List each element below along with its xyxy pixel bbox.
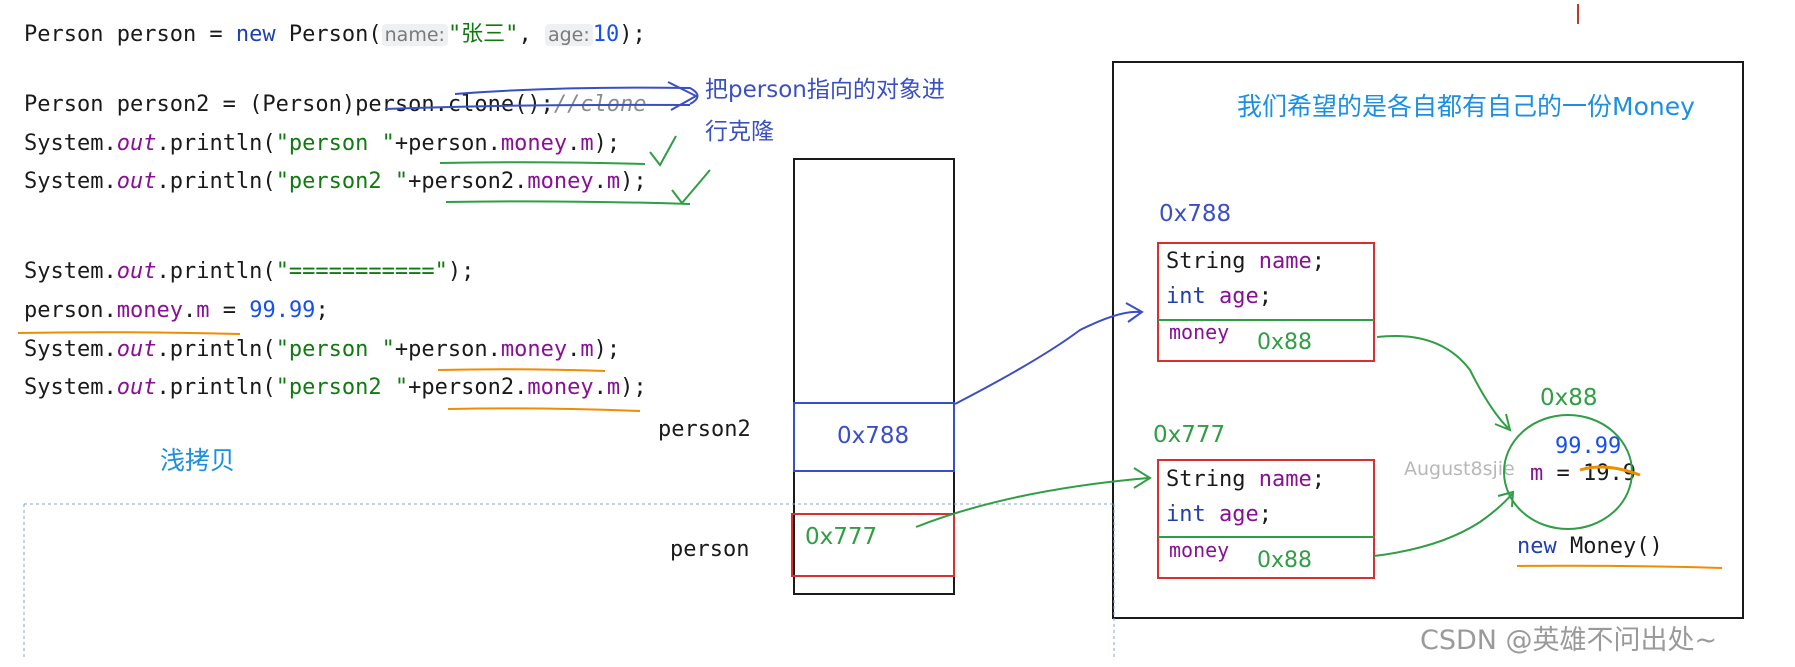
stack-value-person2: 0x788 [837, 423, 910, 449]
money-addr: 0x88 [1540, 385, 1598, 411]
arrowhead-0x777 [1133, 467, 1152, 489]
heap-addr-obj2: 0x777 [1153, 422, 1226, 448]
line7-underline [437, 368, 606, 372]
stack-slot-person [791, 513, 955, 577]
heap-object-0x788 [1157, 242, 1375, 362]
code-line-8: System.out.println("person2 "+person2.mo… [24, 375, 647, 400]
obj2-field-money: money [1169, 538, 1230, 562]
heap-object-0x777 [1157, 459, 1375, 579]
arrowhead-money-2 [1497, 490, 1515, 508]
clone-note-line2: 行克隆 [705, 119, 774, 145]
param-hint-name: name: [381, 24, 448, 46]
wish-note: 我们希望的是各自都有自己的一份Money [1237, 92, 1695, 121]
heap-addr-obj1: 0x788 [1159, 201, 1232, 227]
stack-column [793, 158, 955, 595]
obj2-field-name: String name; [1166, 467, 1325, 492]
money-object-circle [1503, 414, 1633, 530]
stack-slot-person2 [793, 402, 955, 472]
line3-underline [439, 161, 646, 165]
stack-label-person2: person2 [658, 417, 751, 442]
line6-underline [17, 331, 241, 335]
arrowhead-0x788 [1125, 302, 1144, 323]
clone-underline [384, 103, 691, 110]
code-line-4: System.out.println("person2 "+person2.mo… [24, 169, 647, 194]
obj1-money-ref: 0x88 [1257, 330, 1313, 355]
clone-note-line1: 把person指向的对象进 [705, 77, 945, 103]
code-line-1: Person person = new Person(name:"张三", ag… [24, 22, 646, 47]
clone-arrowhead [667, 81, 699, 111]
arrow-obj1-money [1376, 335, 1509, 429]
line4-check-icon [671, 169, 711, 205]
shallow-copy-label: 浅拷贝 [160, 446, 236, 475]
line4-underline [445, 200, 691, 205]
code-line-6: person.money.m = 99.99; [24, 298, 329, 323]
stack-value-person: 0x777 [805, 524, 878, 550]
obj2-field-age: int age; [1166, 502, 1272, 527]
stack-label-person: person [670, 537, 750, 562]
code-line-5: System.out.println("==========="); [24, 259, 475, 284]
money-new-value: 99.99 [1555, 434, 1622, 459]
arrow-person2-to-0x788 [954, 310, 1141, 405]
author-watermark: August8sjie [1404, 458, 1515, 480]
old-value-strike [1579, 465, 1641, 477]
obj1-field-money: money [1169, 320, 1230, 344]
param-hint-age: age: [544, 24, 593, 46]
clone-bracket [454, 86, 699, 105]
obj1-field-name: String name; [1166, 249, 1325, 274]
money-constructor: new Money() [1517, 534, 1663, 559]
money-field-m: m = 19.9 [1530, 461, 1636, 486]
obj2-money-ref: 0x88 [1257, 548, 1313, 573]
heap-region [1112, 61, 1744, 619]
code-line-2: Person person2 = (Person)person.clone();… [24, 92, 647, 117]
obj1-field-age: int age; [1166, 284, 1272, 309]
line3-check-icon [649, 135, 677, 167]
money-ctor-underline [1516, 564, 1723, 569]
code-line-3: System.out.println("person "+person.mone… [24, 131, 621, 156]
arrow-obj2-money [1373, 493, 1513, 557]
line8-underline [447, 407, 641, 412]
csdn-watermark: CSDN @英雄不问出处~ [1420, 625, 1718, 656]
arrow-person-to-0x777 [915, 477, 1149, 528]
code-line-7: System.out.println("person "+person.mone… [24, 337, 621, 362]
arrowhead-money-1 [1494, 413, 1512, 432]
